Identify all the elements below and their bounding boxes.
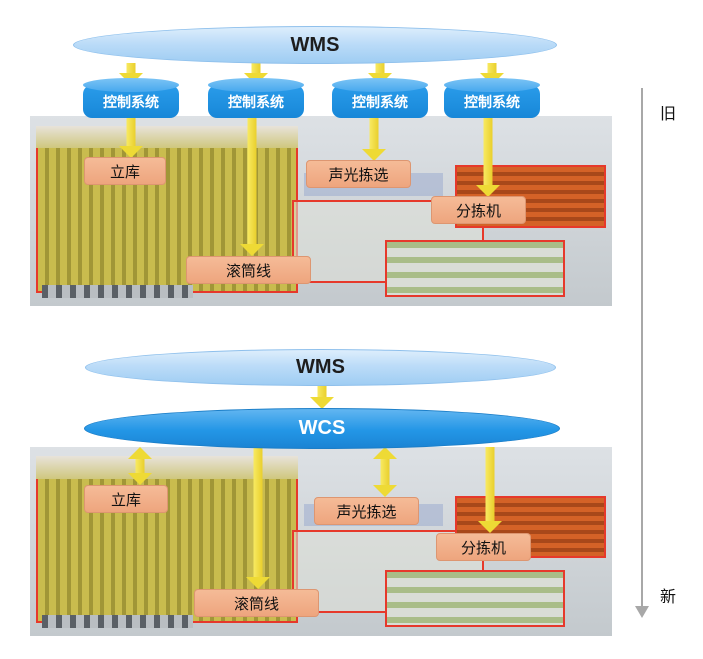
timeline-old-label: 旧 xyxy=(660,106,677,123)
control-to-asrs-arrow xyxy=(119,118,143,158)
asrs-roof xyxy=(35,125,298,149)
roller-line-label: 滚筒线 xyxy=(194,589,319,617)
wms-to-wcs-arrow xyxy=(310,385,334,409)
sorter-label: 分拣机 xyxy=(431,196,526,224)
asrs-roof xyxy=(35,456,298,480)
loading-docks xyxy=(41,615,193,629)
sorter-label: 分拣机 xyxy=(436,533,531,561)
roller-line-area xyxy=(385,239,566,297)
pick-to-light-label: 声光拣选 xyxy=(306,160,411,188)
wcs-node: WCS xyxy=(84,408,560,449)
timeline-new-label: 新 xyxy=(660,589,677,606)
timeline-arrowhead-icon xyxy=(635,606,649,618)
control-system-node-3: 控制系统 xyxy=(332,78,428,118)
control-to-roller-arrow xyxy=(240,118,264,256)
pick-to-light-label: 声光拣选 xyxy=(314,497,419,525)
timeline-arrow-line xyxy=(641,88,643,606)
wcs-to-roller-arrow xyxy=(246,447,270,589)
wcs-to-asrs-arrow xyxy=(128,447,152,485)
control-system-node-2: 控制系统 xyxy=(208,78,304,118)
asrs-label: 立库 xyxy=(84,485,168,513)
loading-docks xyxy=(41,285,193,299)
asrs-label: 立库 xyxy=(84,157,166,185)
wcs-to-ptl-arrow xyxy=(373,447,397,497)
roller-line-area xyxy=(385,569,566,627)
wcs-to-sorter-arrow xyxy=(478,447,502,533)
roller-line-label: 滚筒线 xyxy=(186,256,311,284)
control-system-node-1: 控制系统 xyxy=(83,78,179,118)
control-to-sorter-arrow xyxy=(476,118,500,197)
wms-node-old: WMS xyxy=(73,26,557,64)
wms-node-new: WMS xyxy=(85,349,556,386)
control-system-node-4: 控制系统 xyxy=(444,78,540,118)
control-to-ptl-arrow xyxy=(362,118,386,161)
